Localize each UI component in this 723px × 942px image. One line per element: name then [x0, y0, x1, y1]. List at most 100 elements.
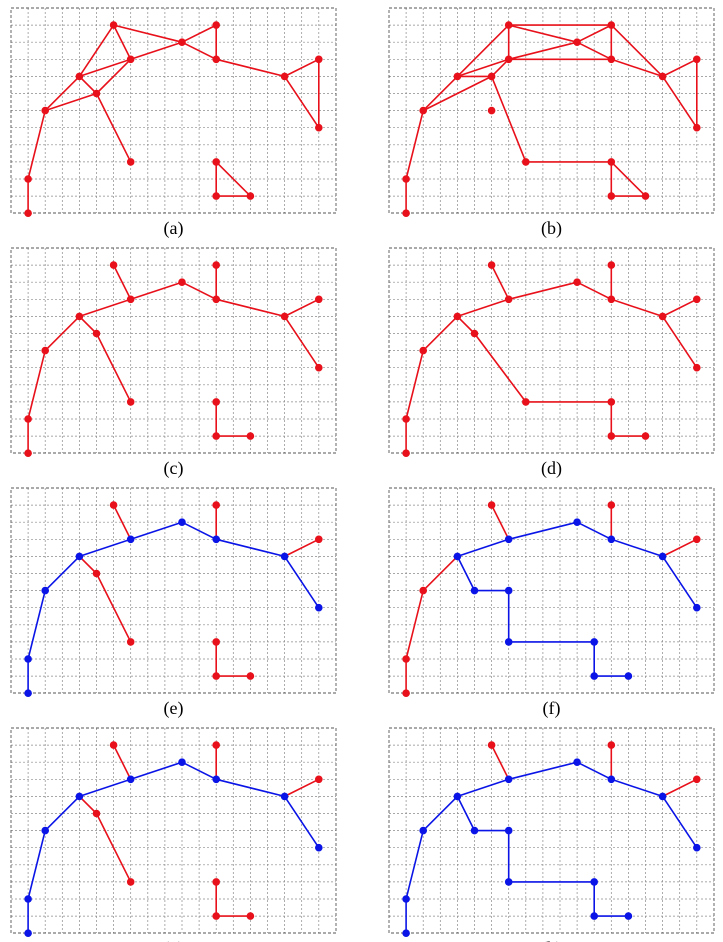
graph-edge [576, 41, 613, 61]
graph-edge [78, 24, 115, 78]
graph-edge [473, 332, 527, 403]
graph-node [315, 535, 323, 544]
graph-edge [405, 589, 425, 660]
graph-edge [78, 58, 132, 78]
graph-edge [610, 58, 664, 78]
graph-edge [422, 75, 493, 112]
graph-node [607, 158, 616, 166]
graph-node [487, 72, 496, 81]
graph-node [693, 55, 701, 64]
graph-node [126, 158, 135, 166]
panel-caption: (h) [541, 938, 562, 942]
graph-edge [456, 795, 476, 832]
graph-node [212, 638, 220, 646]
graph-edge [490, 75, 527, 163]
graph-edge [661, 298, 698, 318]
graph-node [178, 278, 186, 287]
graph-node [41, 346, 49, 355]
graph-edge [422, 75, 459, 112]
graph-node [658, 552, 667, 561]
graph-edge [456, 538, 510, 558]
graph-edge [181, 281, 217, 301]
graph-node [504, 295, 513, 304]
panel-caption: (f) [543, 698, 561, 719]
graph-edge [78, 538, 132, 558]
graph-node [126, 55, 135, 64]
graph-node [607, 398, 616, 406]
graph-node [693, 295, 701, 304]
graph-edge [661, 315, 698, 369]
graph-node [246, 672, 255, 680]
graph-edge [661, 778, 698, 798]
graph-node [126, 535, 135, 544]
graph-edge [456, 778, 510, 798]
graph-node [75, 792, 84, 801]
graph-node [693, 603, 701, 612]
panel-f: (f) [388, 487, 715, 719]
graph-node [573, 518, 581, 526]
graph-node [504, 826, 513, 835]
graph-node [246, 192, 255, 200]
graph-node [280, 792, 289, 801]
graph-edge [78, 555, 98, 575]
graph-node [470, 586, 479, 595]
graph-edge [78, 315, 98, 335]
graph-node [212, 672, 220, 680]
graph-edge [283, 58, 320, 78]
graph-node [315, 363, 323, 372]
graph-node [212, 775, 220, 784]
graph-node [607, 741, 616, 749]
graph-edge [661, 75, 698, 129]
graph-edge [44, 795, 81, 832]
graph-edge [283, 298, 320, 318]
graph-edge [661, 58, 698, 78]
graph-node [590, 912, 598, 920]
graph-node [504, 21, 513, 29]
graph-node [607, 501, 616, 509]
graph-node [453, 552, 462, 561]
graph-node [212, 55, 220, 64]
graph-node [92, 329, 101, 338]
graph-node [126, 878, 135, 886]
graph-node [315, 843, 323, 852]
graph-edge [610, 778, 664, 798]
graph-node [607, 535, 616, 544]
graph-node [419, 586, 428, 595]
graph-edge [422, 555, 459, 592]
graph-edge [507, 761, 578, 781]
panel-d: (d) [388, 247, 715, 479]
graph-node [658, 792, 667, 801]
graph-edge [181, 521, 217, 541]
graph-edge [181, 41, 217, 61]
graph-edge [129, 41, 183, 61]
graph-edge [78, 298, 132, 318]
graph-edge [215, 778, 286, 798]
graph-node [504, 878, 513, 886]
graph-edge [422, 795, 459, 832]
graph-node [693, 843, 701, 852]
graph-edge [610, 298, 664, 318]
graph-edge [661, 555, 698, 609]
graph-edge [44, 75, 81, 112]
graph-node [607, 295, 616, 304]
graph-edge [129, 761, 183, 781]
graph-edge [661, 795, 698, 849]
panel-frame [10, 487, 337, 694]
graph-edge [507, 41, 578, 61]
graph-node [624, 912, 633, 920]
graph-edge [215, 298, 286, 318]
graph-node [315, 603, 323, 612]
graph-node [504, 55, 513, 64]
graph-edge [44, 555, 81, 592]
graph-node [641, 432, 650, 440]
graph-edge [112, 744, 132, 781]
graph-node [126, 775, 135, 784]
graph-node [658, 72, 667, 81]
panel-caption: (b) [541, 218, 562, 239]
graph-node [487, 501, 496, 509]
panel-caption: (g) [163, 938, 184, 942]
graph-node [41, 586, 49, 595]
graph-node [693, 775, 701, 784]
graph-node [212, 878, 220, 886]
graph-edge [456, 58, 510, 78]
